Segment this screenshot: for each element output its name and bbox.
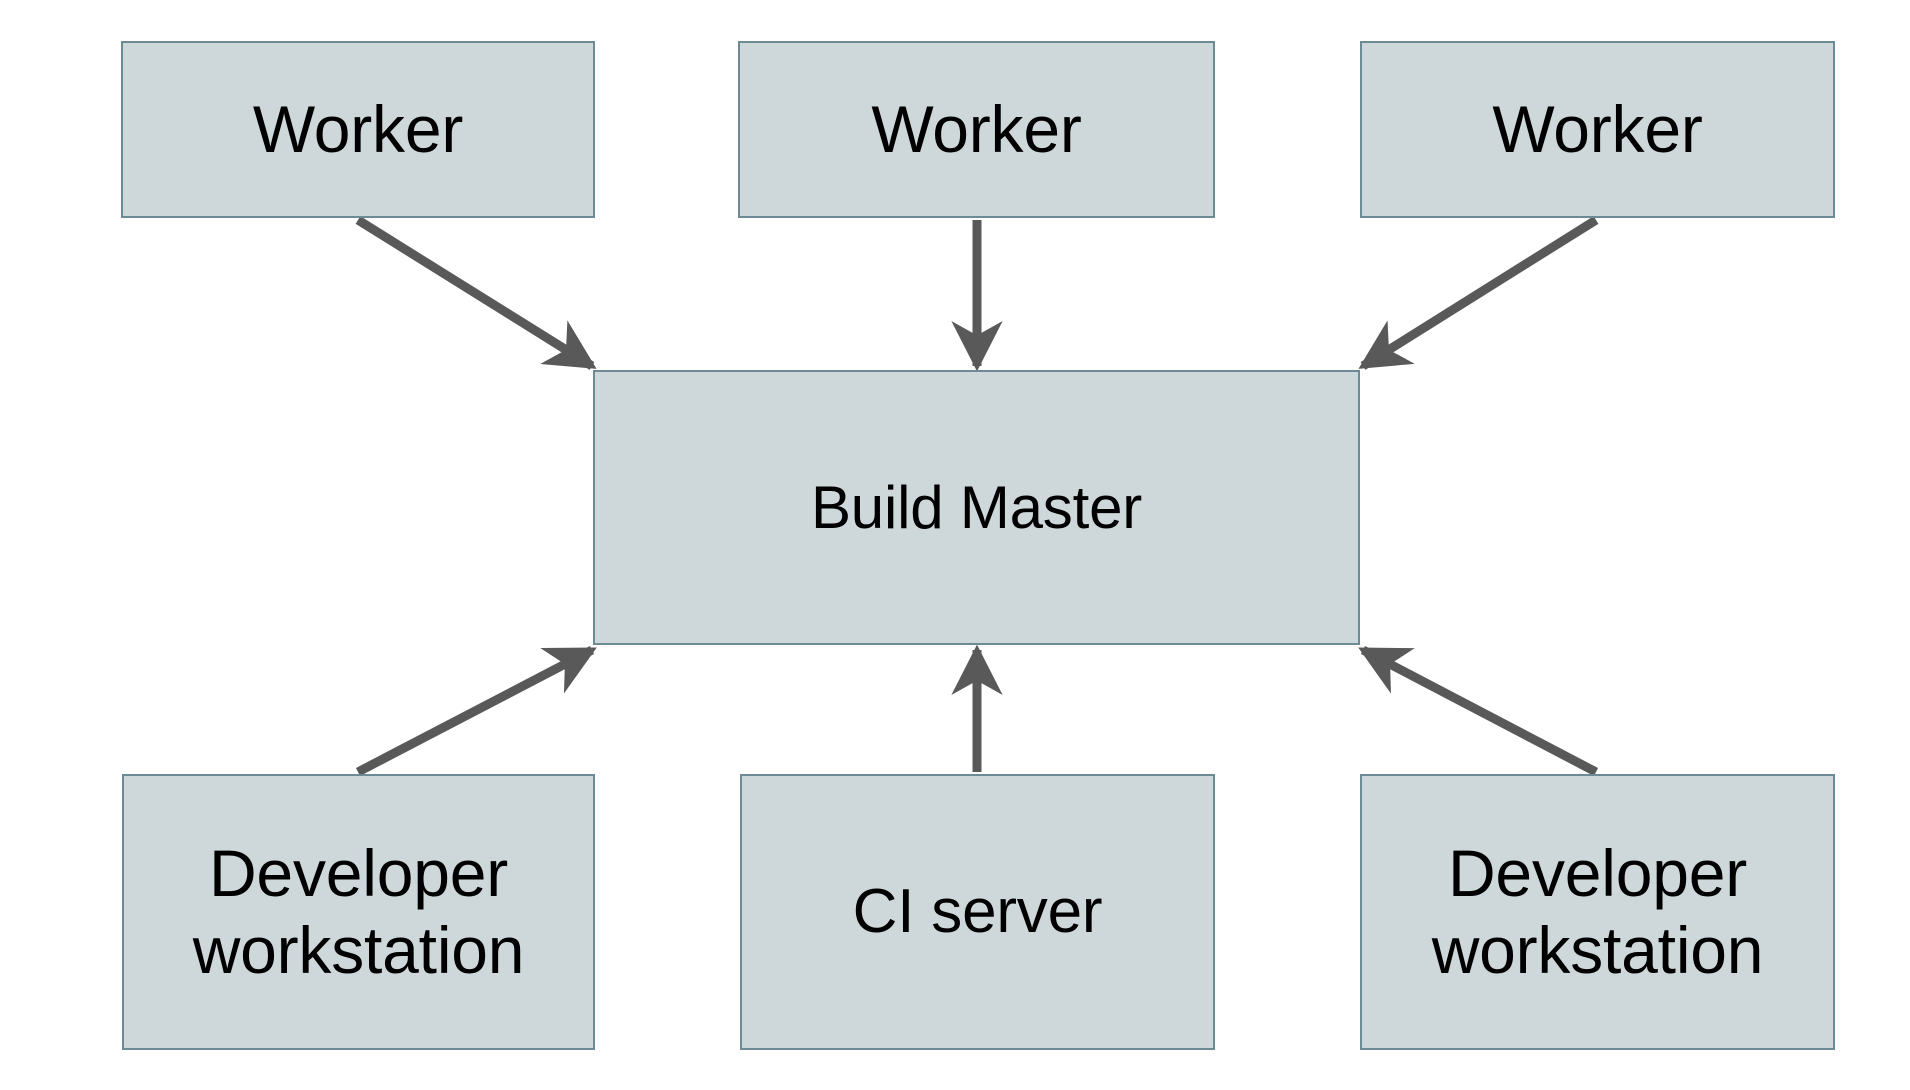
node-build-master[interactable]: Build Master <box>593 370 1360 645</box>
node-dev-workstation-right-label: Developer workstation <box>1431 836 1764 987</box>
node-worker-1[interactable]: Worker <box>121 41 595 218</box>
node-dev-workstation-right[interactable]: Developer workstation <box>1360 774 1835 1050</box>
edge-worker-1-to-build-master <box>355 216 597 370</box>
node-dev-workstation-left-label: Developer workstation <box>192 836 525 987</box>
node-ci-server[interactable]: CI server <box>740 774 1215 1050</box>
node-build-master-label: Build Master <box>810 473 1143 541</box>
node-ci-server-label: CI server <box>852 877 1103 947</box>
node-worker-3-label: Worker <box>1492 92 1703 167</box>
edge-dev-workstation-right-to-build-master <box>1358 646 1599 776</box>
edge-dev-workstation-left-to-build-master <box>355 646 597 776</box>
edge-worker-3-to-build-master <box>1358 216 1599 370</box>
node-worker-2[interactable]: Worker <box>738 41 1215 218</box>
node-worker-3[interactable]: Worker <box>1360 41 1835 218</box>
node-worker-2-label: Worker <box>871 92 1082 167</box>
node-worker-1-label: Worker <box>252 92 464 167</box>
node-dev-workstation-left[interactable]: Developer workstation <box>122 774 595 1050</box>
